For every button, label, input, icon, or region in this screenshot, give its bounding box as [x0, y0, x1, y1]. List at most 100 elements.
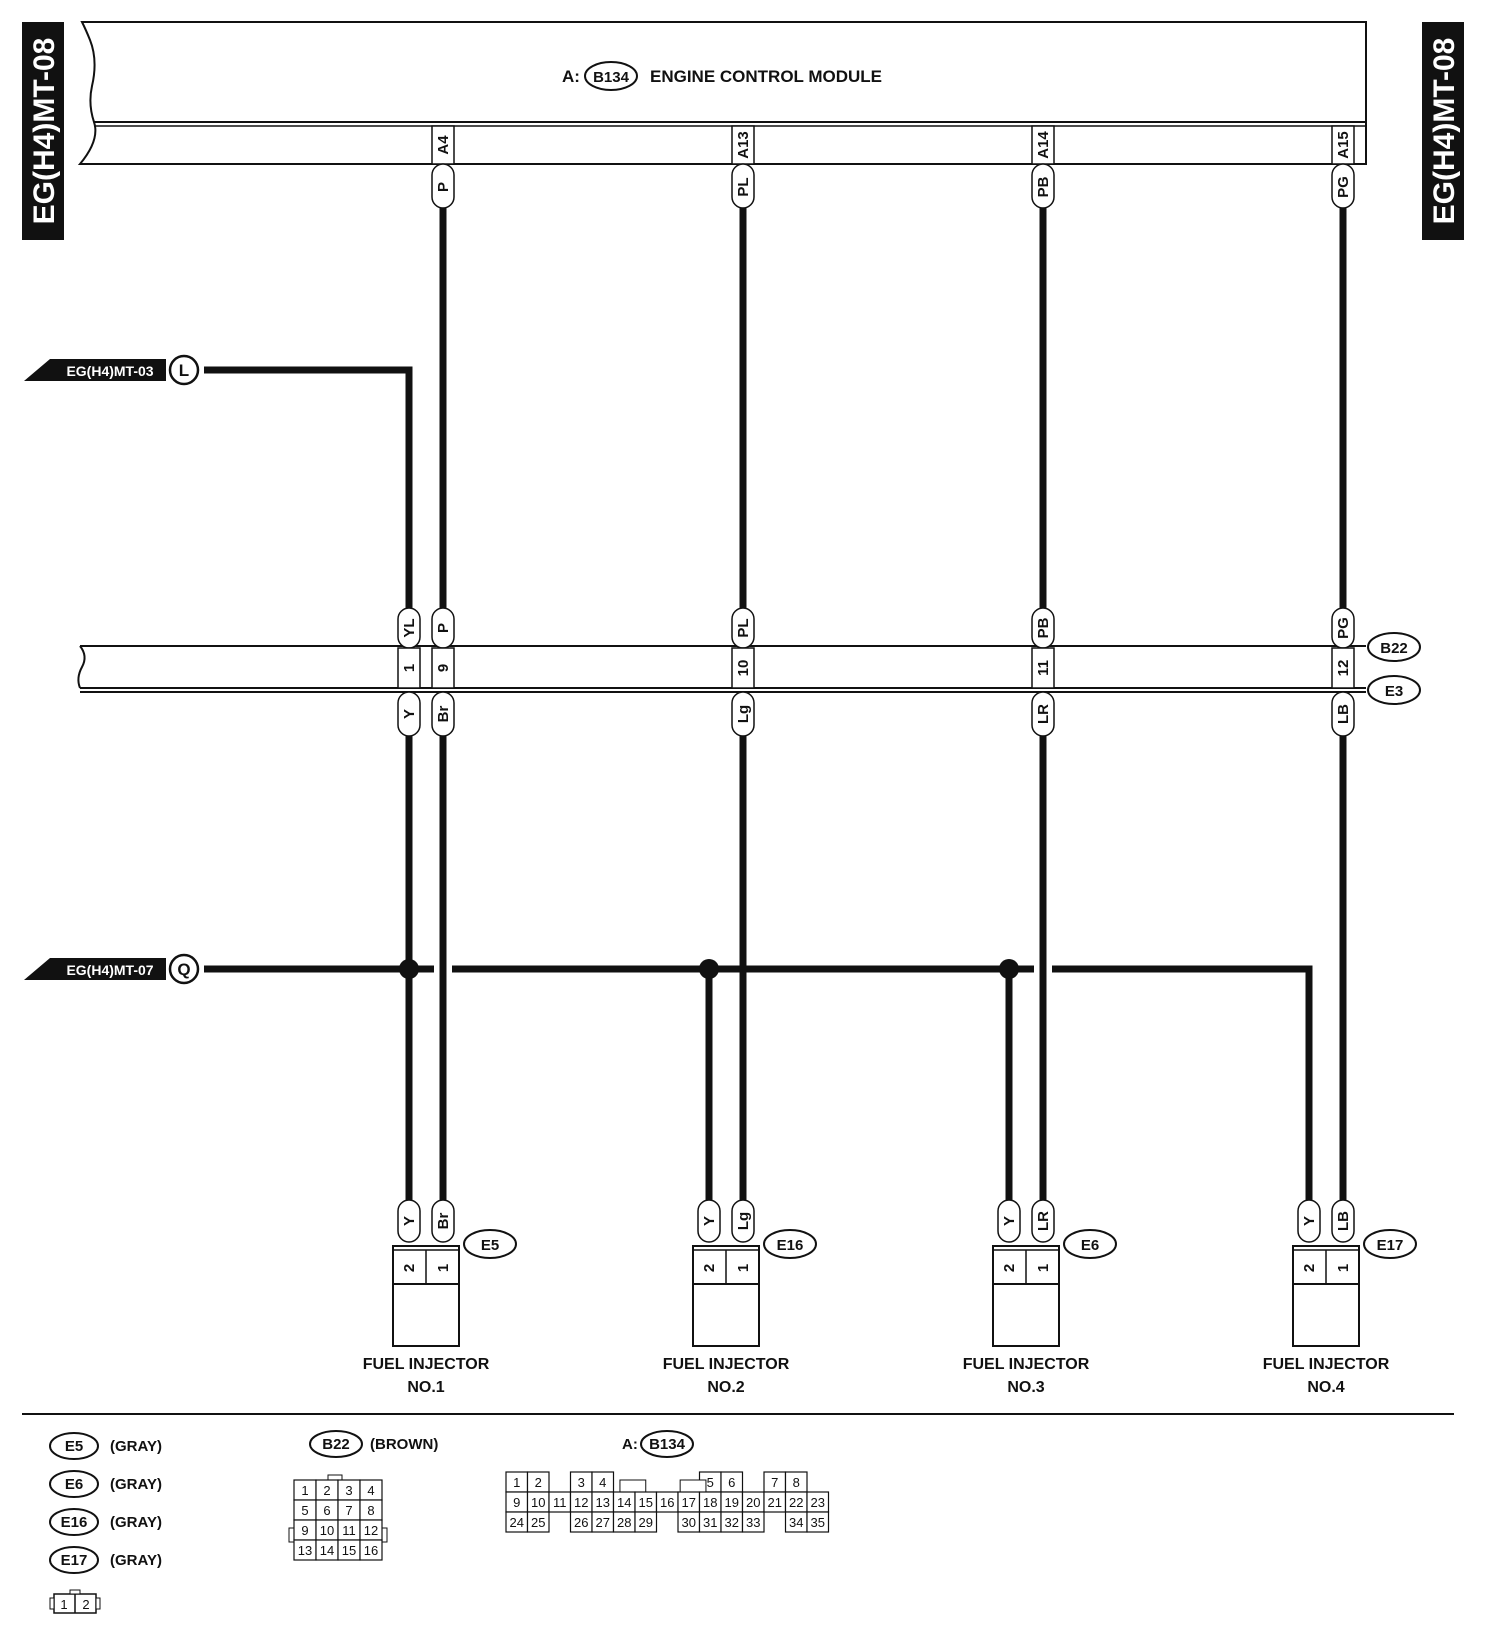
b134-cell-23: 23	[806, 1491, 830, 1513]
svg-text:LR: LR	[1035, 704, 1052, 724]
svg-text:Lg: Lg	[735, 705, 752, 723]
injector-1[interactable]: Y Br 2 1 E5 FUEL INJECTOR NO.1	[363, 1199, 517, 1396]
svg-text:33: 33	[746, 1515, 760, 1530]
b134-cell-17: 17	[677, 1491, 701, 1513]
joint-pins: YL 1 Y P 9 Br PL 10 Lg PB 11	[397, 607, 1355, 737]
svg-text:PG: PG	[1335, 176, 1352, 198]
svg-text:E3: E3	[1385, 683, 1403, 700]
svg-text:6: 6	[728, 1475, 735, 1490]
b134-cell-25: 25	[526, 1511, 550, 1533]
svg-text:E5: E5	[481, 1237, 499, 1254]
b134-cell-18: 18	[698, 1491, 722, 1513]
joint-connector-band	[77, 645, 1366, 693]
ecm-box	[77, 21, 1367, 165]
svg-text:FUEL INJECTOR: FUEL INJECTOR	[663, 1356, 790, 1373]
joint-connector-b22-badge: B22	[1367, 632, 1421, 662]
b22-cell-13: 13	[293, 1539, 317, 1561]
ecm-pin-a4: A4	[431, 125, 455, 165]
svg-text:YL: YL	[401, 618, 418, 637]
ecm-pin-a14: A14	[1031, 125, 1055, 165]
b134-cell-19: 19	[720, 1491, 744, 1513]
svg-text:1: 1	[301, 1483, 308, 1498]
svg-text:Y: Y	[1301, 1216, 1318, 1226]
injector-2[interactable]: Y Lg 2 1 E16 FUEL INJECTOR NO.2	[663, 1199, 817, 1396]
ecm-prefix: A:	[562, 67, 580, 86]
svg-text:PB: PB	[1035, 617, 1052, 638]
injector-3[interactable]: Y LR 2 1 E6 FUEL INJECTOR NO.3	[963, 1199, 1117, 1396]
svg-text:30: 30	[682, 1515, 696, 1530]
svg-text:16: 16	[660, 1495, 674, 1510]
injector-4[interactable]: Y LB 2 1 E17 FUEL INJECTOR NO.4	[1263, 1199, 1417, 1396]
b22-cell-16: 16	[359, 1539, 383, 1561]
b22-cell-2: 2	[315, 1479, 339, 1501]
b22-cell-1: 1	[293, 1479, 317, 1501]
svg-text:10: 10	[531, 1495, 545, 1510]
b134-cell-34: 34	[784, 1511, 808, 1533]
b22-cell-10: 10	[315, 1519, 339, 1541]
joint-connector-e3-badge: E3	[1367, 675, 1421, 705]
svg-text:13: 13	[596, 1495, 610, 1510]
b134-cell-1: 1	[505, 1471, 529, 1493]
svg-text:2: 2	[701, 1264, 718, 1272]
offpage-q[interactable]: EG(H4)MT-07 Q	[24, 953, 200, 985]
svg-text:A13: A13	[735, 131, 752, 159]
svg-text:1: 1	[401, 664, 418, 672]
svg-text:P: P	[435, 182, 452, 192]
wires	[204, 206, 1347, 1200]
svg-text:3: 3	[345, 1483, 352, 1498]
svg-text:7: 7	[345, 1503, 352, 1518]
svg-text:21: 21	[768, 1495, 782, 1510]
b134-cell-35: 35	[806, 1511, 830, 1533]
b22-cell-7: 7	[337, 1499, 361, 1521]
svg-text:B134: B134	[649, 1436, 686, 1453]
svg-text:2: 2	[535, 1475, 542, 1490]
svg-text:A15: A15	[1335, 131, 1352, 159]
svg-text:10: 10	[320, 1523, 334, 1538]
svg-text:NO.1: NO.1	[407, 1379, 444, 1396]
svg-text:B22: B22	[1380, 640, 1408, 657]
side-ref-left[interactable]: EG(H4)MT-08	[22, 22, 64, 240]
svg-text:(BROWN): (BROWN)	[370, 1436, 438, 1453]
svg-text:6: 6	[323, 1503, 330, 1518]
b134-cell-29: 29	[634, 1511, 658, 1533]
svg-text:13: 13	[298, 1543, 312, 1558]
svg-text:PB: PB	[1035, 176, 1052, 197]
svg-text:(GRAY): (GRAY)	[110, 1514, 162, 1531]
svg-text:9: 9	[513, 1495, 520, 1510]
svg-text:PG: PG	[1335, 617, 1352, 639]
b134-cell-27: 27	[591, 1511, 615, 1533]
b134-cell-31: 31	[698, 1511, 722, 1533]
svg-text:4: 4	[599, 1475, 606, 1490]
svg-text:2: 2	[401, 1264, 418, 1272]
svg-text:2: 2	[323, 1483, 330, 1498]
svg-text:A14: A14	[1035, 131, 1052, 159]
b22-cell-14: 14	[315, 1539, 339, 1561]
b22-cell-12: 12	[359, 1519, 383, 1541]
svg-text:1: 1	[735, 1264, 752, 1272]
svg-text:E16: E16	[777, 1237, 804, 1254]
svg-text:B134: B134	[593, 69, 630, 86]
offpage-l[interactable]: EG(H4)MT-03 L	[24, 354, 200, 386]
svg-text:8: 8	[793, 1475, 800, 1490]
svg-text:11: 11	[553, 1495, 567, 1510]
svg-text:Y: Y	[401, 709, 418, 719]
side-ref-right[interactable]: EG(H4)MT-08	[1422, 22, 1464, 240]
svg-text:1: 1	[513, 1475, 520, 1490]
svg-text:26: 26	[574, 1515, 588, 1530]
svg-text:(GRAY): (GRAY)	[110, 1438, 162, 1455]
svg-text:1: 1	[1335, 1264, 1352, 1272]
svg-text:FUEL INJECTOR: FUEL INJECTOR	[1263, 1356, 1390, 1373]
svg-text:NO.2: NO.2	[707, 1379, 744, 1396]
svg-text:9: 9	[301, 1523, 308, 1538]
legend-b134-title: A: B134	[622, 1430, 694, 1458]
svg-text:29: 29	[639, 1515, 653, 1530]
svg-text:20: 20	[746, 1495, 760, 1510]
b134-cell-6: 6	[720, 1471, 744, 1493]
svg-text:11: 11	[342, 1523, 356, 1538]
svg-text:Y: Y	[701, 1216, 718, 1226]
svg-text:14: 14	[617, 1495, 631, 1510]
b134-cell-4: 4	[591, 1471, 615, 1493]
svg-text:B22: B22	[322, 1436, 350, 1453]
